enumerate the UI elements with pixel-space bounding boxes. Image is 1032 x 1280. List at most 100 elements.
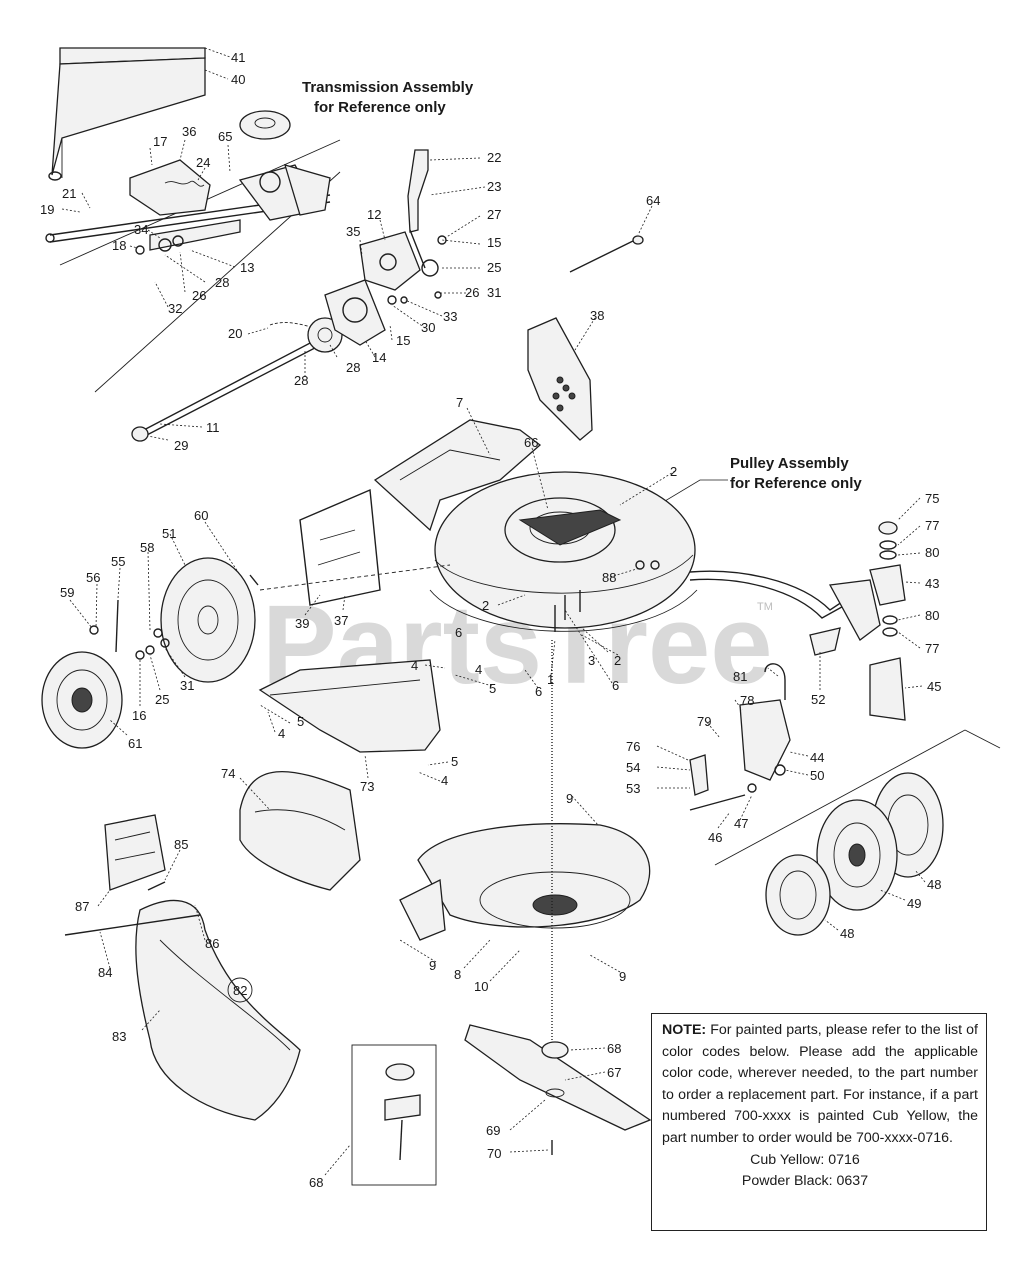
callout-52: 52 xyxy=(811,692,825,707)
callout-40: 40 xyxy=(231,72,245,87)
callout-30: 30 xyxy=(421,320,435,335)
callout-68-a: 68 xyxy=(607,1041,621,1056)
callout-85: 85 xyxy=(174,837,188,852)
callout-39: 39 xyxy=(295,616,309,631)
note-label: NOTE: xyxy=(662,1022,707,1038)
callout-8: 8 xyxy=(454,967,461,982)
callout-25-a: 25 xyxy=(487,260,501,275)
callout-1: 1 xyxy=(547,672,554,687)
callout-4-a: 4 xyxy=(411,658,418,673)
mower-deck xyxy=(299,419,881,656)
pulley-heading-line1: Pulley Assembly xyxy=(730,455,849,472)
callout-27: 27 xyxy=(487,207,501,222)
callout-88: 88 xyxy=(602,570,616,585)
transmission-heading-line2: for Reference only xyxy=(314,99,446,116)
part-callouts: 41 40 17 36 65 24 21 19 34 18 28 26 32 1… xyxy=(40,50,941,1190)
callout-67: 67 xyxy=(607,1065,621,1080)
callout-23: 23 xyxy=(487,179,501,194)
callout-43: 43 xyxy=(925,576,939,591)
callout-58: 58 xyxy=(140,540,154,555)
color-code-powder-black: Powder Black: 0637 xyxy=(741,1173,869,1190)
callout-2-a: 2 xyxy=(670,464,677,479)
callout-16: 16 xyxy=(132,708,146,723)
callout-9-c: 9 xyxy=(619,969,626,984)
note-body: For painted parts, please refer to the l… xyxy=(662,1022,978,1146)
callout-29: 29 xyxy=(174,438,188,453)
callout-73: 73 xyxy=(360,779,374,794)
callout-19: 19 xyxy=(40,202,54,217)
callout-46: 46 xyxy=(708,830,722,845)
callout-33: 33 xyxy=(443,309,457,324)
callout-36: 36 xyxy=(182,124,196,139)
rear-wheel xyxy=(41,557,451,749)
callout-53: 53 xyxy=(626,781,640,796)
callout-20: 20 xyxy=(228,326,242,341)
note-text: NOTE: For painted parts, please refer to… xyxy=(662,1020,978,1150)
callout-38: 38 xyxy=(590,308,604,323)
callout-2-c: 2 xyxy=(614,653,621,668)
callout-11: 11 xyxy=(206,420,220,435)
callout-2-b: 2 xyxy=(482,598,489,613)
callout-76: 76 xyxy=(626,739,640,754)
callout-70: 70 xyxy=(487,1146,501,1161)
callout-84: 84 xyxy=(98,965,112,980)
callout-37: 37 xyxy=(334,613,348,628)
callout-60: 60 xyxy=(194,508,208,523)
callout-86: 86 xyxy=(205,936,219,951)
callout-6-b: 6 xyxy=(455,625,462,640)
callout-15-a: 15 xyxy=(487,235,501,250)
callout-45: 45 xyxy=(927,679,941,694)
grass-bag-frame xyxy=(104,814,166,891)
callout-41: 41 xyxy=(231,50,245,65)
callout-49: 49 xyxy=(907,896,921,911)
callout-50: 50 xyxy=(810,768,824,783)
callout-21: 21 xyxy=(62,186,76,201)
callout-17: 17 xyxy=(153,134,167,149)
color-code-cub-yellow: Cub Yellow: 0716 xyxy=(750,1151,860,1168)
callout-12: 12 xyxy=(367,207,381,222)
callout-56: 56 xyxy=(86,570,100,585)
pulley-heading-line2: for Reference only xyxy=(730,475,862,492)
callout-6-a: 6 xyxy=(612,678,619,693)
callout-83: 83 xyxy=(112,1029,126,1044)
callout-80-a: 80 xyxy=(925,545,939,560)
callout-80-b: 80 xyxy=(925,608,939,623)
watermark-trademark: TM xyxy=(757,601,773,613)
callout-59: 59 xyxy=(60,585,74,600)
transmission-heading-line1: Transmission Assembly xyxy=(302,79,474,96)
lower-housing xyxy=(399,640,651,1090)
callout-87: 87 xyxy=(75,899,89,914)
callout-10: 10 xyxy=(474,979,488,994)
callout-26: 26 xyxy=(192,288,206,303)
callout-26-b: 26 xyxy=(465,285,479,300)
callout-4-d: 4 xyxy=(475,662,482,677)
callout-25-b: 25 xyxy=(155,692,169,707)
callout-77-b: 77 xyxy=(925,641,939,656)
callout-48-a: 48 xyxy=(927,877,941,892)
callout-34: 34 xyxy=(134,222,148,237)
callout-81: 81 xyxy=(733,669,747,684)
callout-44: 44 xyxy=(810,750,824,765)
callout-74: 74 xyxy=(221,766,235,781)
leader-lines xyxy=(61,47,926,1176)
callout-5-b: 5 xyxy=(297,714,304,729)
callout-24: 24 xyxy=(196,155,210,170)
callout-35: 35 xyxy=(346,224,360,239)
callout-9-a: 9 xyxy=(566,791,573,806)
callout-4-c: 4 xyxy=(441,773,448,788)
callout-15-b: 15 xyxy=(396,333,410,348)
callout-65: 65 xyxy=(218,129,232,144)
callout-14: 14 xyxy=(372,350,386,365)
callout-28-b: 28 xyxy=(346,360,360,375)
grass-catcher-bag xyxy=(135,899,301,1121)
callout-28-c: 28 xyxy=(294,373,308,388)
callout-6-c: 6 xyxy=(535,684,542,699)
side-door xyxy=(239,770,361,891)
callout-66: 66 xyxy=(524,435,538,450)
callout-32: 32 xyxy=(168,301,182,316)
callout-9-b: 9 xyxy=(429,958,436,973)
callout-28: 28 xyxy=(215,275,229,290)
callout-31-b: 31 xyxy=(180,678,194,693)
callout-55: 55 xyxy=(111,554,125,569)
